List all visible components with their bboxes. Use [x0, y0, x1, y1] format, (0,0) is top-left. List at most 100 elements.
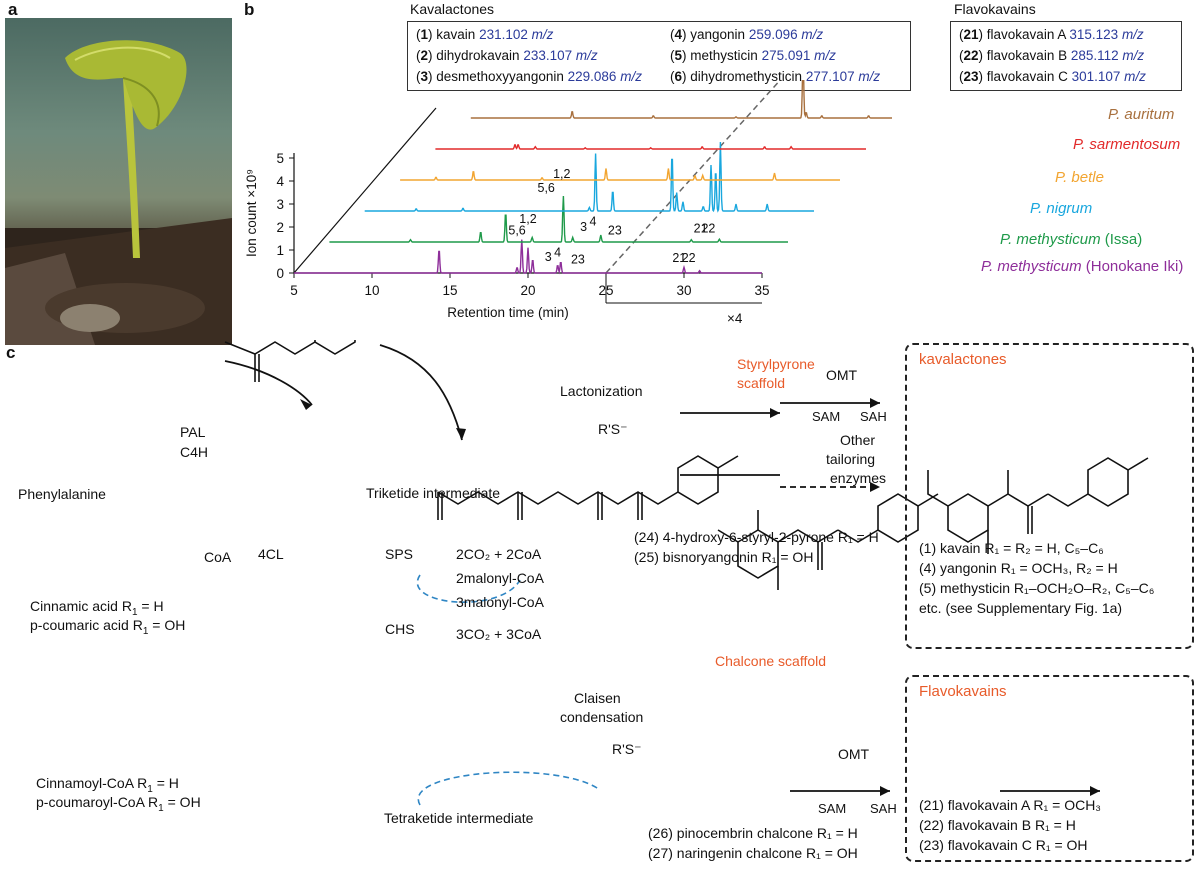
label-sah-1: SAH — [860, 409, 887, 424]
peak-label: 22 — [682, 251, 696, 265]
label-c4h: C4H — [180, 444, 209, 460]
kavalactone-legend-6: (6) dihydromethysticin 277.107 m/z — [670, 69, 881, 84]
arrow-heads — [300, 398, 1100, 796]
label-triketide: Triketide intermediate — [366, 485, 501, 501]
y-tick-label: 1 — [276, 243, 284, 258]
biosynthesis-scheme — [224, 340, 1149, 806]
label-sah-2: SAH — [870, 801, 897, 816]
trace-label-p-betle: P. betle — [1055, 169, 1104, 186]
trace-1 — [329, 195, 788, 243]
trace-3 — [400, 168, 840, 181]
peak-label: 3 — [580, 220, 587, 234]
x-tick-label: 35 — [754, 283, 769, 298]
label-p-coumaroyl-coa: p-coumaroyl-CoA R1 = OH — [36, 794, 201, 814]
trace-label-p-sarmentosum: P. sarmentosum — [1073, 136, 1181, 153]
label-styrylpyrone: Styrylpyrone — [737, 356, 815, 372]
peak-label: 21 — [694, 221, 708, 235]
zoom-label: ×4 — [727, 311, 743, 326]
label-chs-products: 3CO₂ + 3CoA — [456, 626, 542, 642]
label-enzymes: enzymes — [830, 470, 887, 486]
y-tick-label: 3 — [276, 197, 284, 212]
flavokavain-legend-21: (21) flavokavain A 315.123 m/z — [959, 27, 1144, 42]
flavokavains-legend: (21) flavokavain A 315.123 m/z (22) flavo… — [950, 21, 1182, 91]
label-styrylpyrone-scaffold: scaffold — [737, 375, 785, 391]
chromatogram-traces — [294, 80, 892, 275]
label-omt-1: OMT — [826, 367, 858, 383]
kavalactone-legend-1: (1) kavain 231.102 m/z — [416, 27, 554, 42]
label-tetraketide: Tetraketide intermediate — [384, 810, 534, 826]
flavokavains-box: Flavokavains (21) flavokavain A R₁ = OCH… — [905, 675, 1194, 862]
x-tick-label: 10 — [364, 283, 379, 298]
panel-letter-c: c — [6, 343, 16, 362]
label-tailoring: tailoring — [826, 451, 876, 467]
x-tick-label: 5 — [290, 283, 298, 298]
kavalactone-legend-4: (4) yangonin 259.096 m/z — [670, 27, 824, 42]
kavalactone-1: (1) kavain R₁ = R₂ = H, C₅–C₆ — [919, 540, 1104, 556]
kavalactone-legend-5: (5) methysticin 275.091 m/z — [670, 48, 836, 63]
kavalactones-box-title: kavalactones — [919, 351, 1007, 368]
label-p-coumaric-acid: p-coumaric acid R1 = OH — [30, 617, 186, 637]
trace-label-p-methysticum-honokane: P. methysticum (Honokane Iki) — [981, 258, 1184, 275]
cyclization-arrows — [416, 574, 601, 806]
label-omt-2: OMT — [838, 746, 870, 762]
label-other: Other — [840, 432, 876, 448]
label-sps-products: 2CO₂ + 2CoA — [456, 546, 542, 562]
peak-label: 22 — [701, 221, 715, 235]
label-condensation: condensation — [560, 709, 644, 725]
kavalactones-box: kavalactones (1) kavain R₁ = R₂ = H, C₅–… — [905, 343, 1194, 649]
peak-label: 5,6 — [508, 224, 525, 238]
flavokavain-22: (22) flavokavain B R₁ = H — [919, 817, 1076, 833]
label-claisen: Claisen — [574, 690, 621, 706]
x-tick-label: 15 — [442, 283, 457, 298]
peak-label: 21 — [672, 251, 686, 265]
compound-26: (26) pinocembrin chalcone R₁ = H — [648, 825, 858, 841]
flavokavain-legend-22: (22) flavokavain B 285.112 m/z — [959, 48, 1145, 63]
trace-label-p-auritum: P. auritum — [1108, 106, 1175, 123]
flavokavain-entries: (21) flavokavain A 315.123 m/z (22) flavo… — [959, 24, 1146, 87]
peak-label: 4 — [554, 245, 561, 259]
peak-label: 1,2 — [519, 212, 536, 226]
y-axis-label: Ion count ×10⁹ — [244, 169, 259, 257]
kavalactone-legend-3: (3) desmethoxyyangonin 229.086 m/z — [416, 69, 642, 84]
y-tick-label: 5 — [276, 151, 284, 166]
compound-27: (27) naringenin chalcone R₁ = OH — [648, 845, 858, 861]
label-sam-2: SAM — [818, 801, 847, 816]
label-coa: CoA — [204, 549, 232, 565]
flavokavains-box-title: Flavokavains — [919, 683, 1007, 700]
label-cinnamoyl-coa: Cinnamoyl-CoA R1 = H — [36, 775, 179, 795]
panel-letter-a: a — [8, 0, 18, 19]
zoom-divider — [605, 80, 782, 274]
peak-label: 1,2 — [553, 167, 570, 181]
y-tick-label: 4 — [276, 174, 284, 189]
label-phenylalanine: Phenylalanine — [18, 486, 106, 502]
peak-label: 23 — [571, 252, 585, 266]
label-sps-reagent: 2malonyl-CoA — [456, 570, 544, 586]
label-chs-reagent: 3malonyl-CoA — [456, 594, 544, 610]
peak-label: 5,6 — [538, 181, 555, 195]
kavalactone-legend-2: (2) dihydrokavain 233.107 m/z — [416, 48, 598, 63]
peak-label: 3 — [545, 250, 552, 264]
kavalactone-entries-col1: (1) kavain 231.102 m/z (2) dihydrokavain … — [416, 24, 642, 87]
label-sam-1: SAM — [812, 409, 841, 424]
seedling-photo — [5, 18, 232, 345]
label-cinnamic-acid: Cinnamic acid R1 = H — [30, 598, 164, 618]
label-4cl: 4CL — [258, 546, 284, 562]
flavokavains-legend-title: Flavokavains — [954, 1, 1036, 17]
panel-letter-b: b — [244, 0, 255, 19]
peak-label: 4 — [590, 214, 597, 228]
label-rs-leaving-2: R'S⁻ — [612, 741, 642, 757]
kavalactone-4: (4) yangonin R₁ = OCH₃, R₂ = H — [919, 560, 1118, 576]
y-tick-label: 0 — [276, 266, 284, 281]
flavokavain-23: (23) flavokavain C R₁ = OH — [919, 837, 1088, 853]
label-pal: PAL — [180, 424, 206, 440]
label-chs: CHS — [385, 621, 415, 637]
kavalactones-legend: (1) kavain 231.102 m/z (2) dihydrokavain … — [407, 21, 911, 91]
flavokavain-21: (21) flavokavain A R₁ = OCH₃ — [919, 797, 1101, 813]
trace-5 — [470, 80, 892, 119]
peak-label: 23 — [608, 224, 622, 238]
seedling-illustration — [5, 40, 232, 345]
compound-25: (25) bisnoryangonin R₁ = OH — [634, 549, 814, 565]
label-lactonization: Lactonization — [560, 383, 643, 399]
kavalactones-legend-title: Kavalactones — [410, 1, 495, 17]
